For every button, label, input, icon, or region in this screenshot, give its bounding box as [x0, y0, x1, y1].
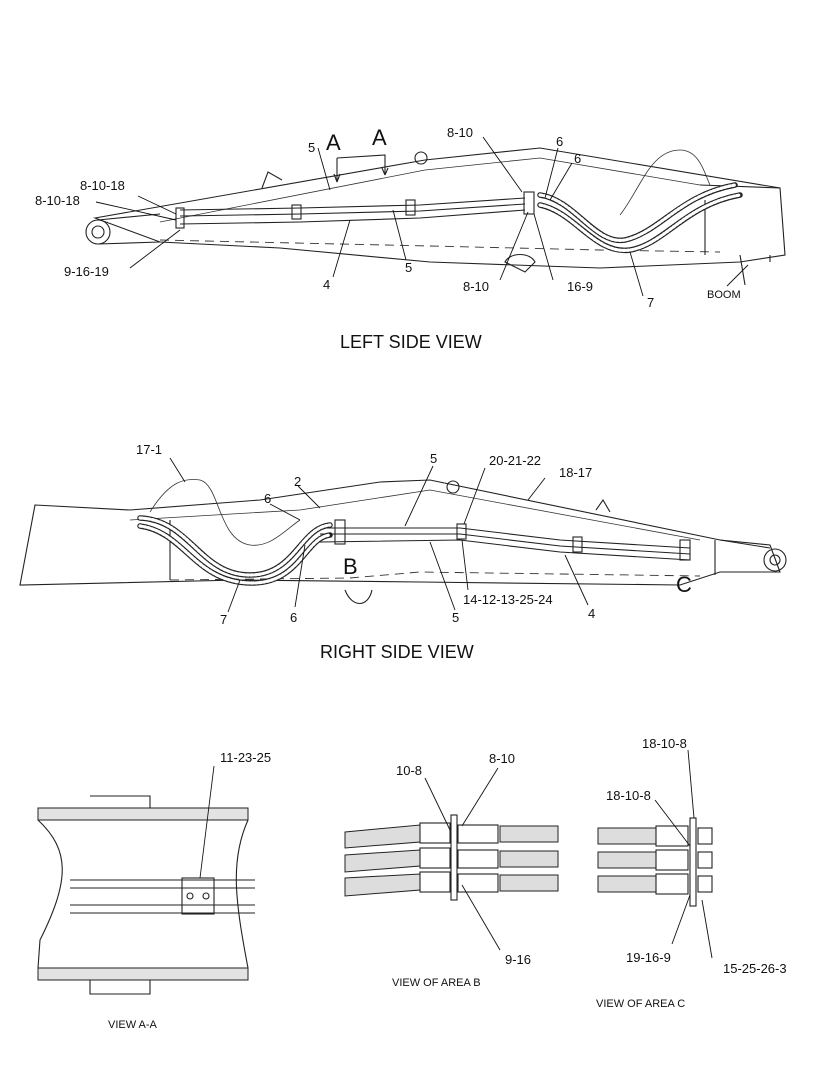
- callout-8-10-top: 8-10: [447, 125, 473, 140]
- callout-9-16-19: 9-16-19: [64, 264, 109, 279]
- callout-6-b: 6: [574, 151, 581, 166]
- area-marker-b: B: [343, 554, 358, 579]
- view-a-a: 11-23-25 VIEW A-A: [37, 750, 271, 1031]
- callout-11-23-25: 11-23-25: [220, 750, 271, 765]
- callout-10-8: 10-8: [396, 763, 422, 778]
- callout-5-bottom: 5: [405, 260, 412, 275]
- section-marker-a-right: A: [372, 125, 387, 150]
- view-a-a-title: VIEW A-A: [108, 1019, 158, 1031]
- callout-16-9: 16-9: [567, 279, 593, 294]
- callout-6-upper: 6: [264, 491, 271, 506]
- callout-6-lower: 6: [290, 610, 297, 625]
- hose-row-2: [597, 849, 713, 871]
- callout-15-25-26-3: 15-25-26-3: [723, 961, 787, 976]
- left-side-view-title: LEFT SIDE VIEW: [340, 332, 482, 352]
- section-marker-a-left: A: [326, 130, 341, 155]
- view-of-area-c: 18-10-8 18-10-8 19-16-9 15-25-26-3 VIEW …: [596, 736, 787, 1010]
- hose-row-1: [597, 825, 713, 847]
- view-of-area-b: 10-8 8-10 9-16 VIEW OF AREA B: [344, 751, 559, 989]
- callout-18-17: 18-17: [559, 465, 592, 480]
- view-of-area-b-title: VIEW OF AREA B: [392, 977, 481, 989]
- callout-7: 7: [647, 295, 654, 310]
- hose-row-2: [344, 847, 559, 873]
- callout-7: 7: [220, 612, 227, 627]
- callout-4: 4: [323, 277, 330, 292]
- callout-14-12-13-25-24: 14-12-13-25-24: [463, 592, 553, 607]
- right-side-view-title: RIGHT SIDE VIEW: [320, 642, 474, 662]
- hose-row-3: [344, 871, 559, 897]
- callout-8-10-bottom: 8-10: [463, 279, 489, 294]
- callout-5-lower: 5: [452, 610, 459, 625]
- callout-2: 2: [294, 474, 301, 489]
- callout-9-16: 9-16: [505, 952, 531, 967]
- callout-8-10-18-upper: 8-10-18: [80, 178, 125, 193]
- callout-8-10-18-lower: 8-10-18: [35, 193, 80, 208]
- callout-6-a: 6: [556, 134, 563, 149]
- left-side-view: A A 8-10-18 8-10-18 9-16-19 5 4 5 8-10 6…: [35, 125, 786, 352]
- callout-17-1: 17-1: [136, 442, 162, 457]
- callout-19-16-9: 19-16-9: [626, 950, 671, 965]
- callout-5-top: 5: [308, 140, 315, 155]
- callout-20-21-22: 20-21-22: [489, 453, 541, 468]
- callout-5-upper: 5: [430, 451, 437, 466]
- right-side-view: B C 17-1 2 6 5 20-21-22 18-17 7 6 5 14-1…: [19, 442, 787, 662]
- boom-label: BOOM: [707, 289, 741, 301]
- callout-4: 4: [588, 606, 595, 621]
- area-marker-c: C: [676, 572, 692, 597]
- callout-18-10-8-upper: 18-10-8: [642, 736, 687, 751]
- hose-row-3: [597, 873, 713, 895]
- view-of-area-c-title: VIEW OF AREA C: [596, 998, 685, 1010]
- callout-8-10: 8-10: [489, 751, 515, 766]
- callout-18-10-8-lower: 18-10-8: [606, 788, 651, 803]
- hose-row-1: [344, 822, 559, 849]
